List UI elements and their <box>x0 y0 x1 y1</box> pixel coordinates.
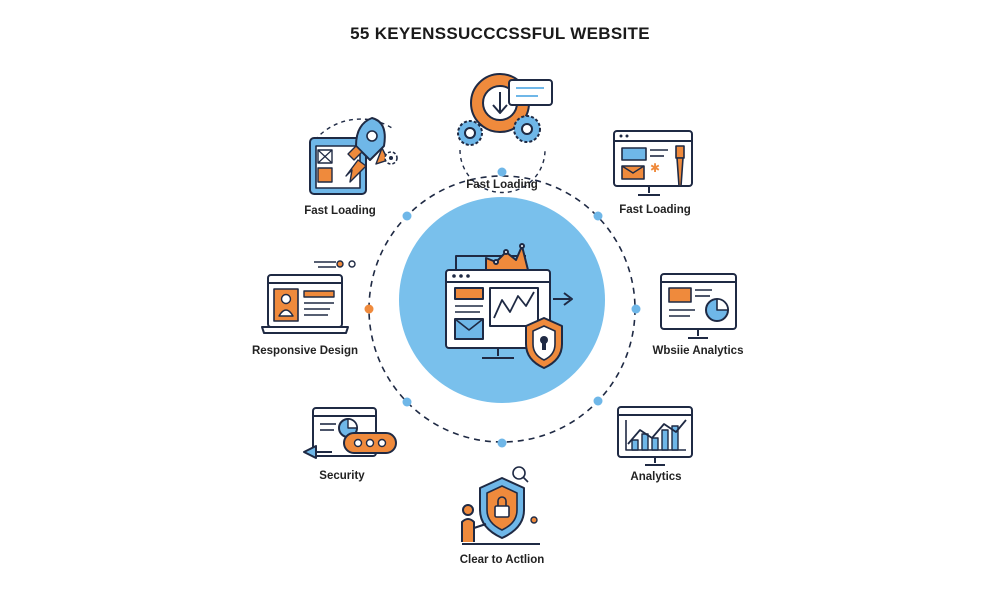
node-label-right: Wbsiie Analytics <box>652 345 744 357</box>
laptop-profile-icon <box>261 260 356 334</box>
analytics-pie-monitor-icon <box>660 273 737 339</box>
browser-dots-icon <box>303 407 397 459</box>
gear-refresh-icon <box>457 73 553 194</box>
node-label-top-left: Fast Loading <box>304 205 376 217</box>
person-shield-lock-icon <box>461 466 540 545</box>
ring-dot <box>402 397 412 407</box>
node-label-bottom-right: Analytics <box>630 471 682 483</box>
node-label-bottom-left: Security <box>319 470 365 482</box>
rocket-tablet-icon <box>309 117 398 195</box>
node-label-top-right: Fast Loading <box>619 204 691 216</box>
center-hub <box>399 197 605 403</box>
page-title: 55 KEYENSSUCCCSSFUL WEBSITE <box>350 24 650 43</box>
ring-dot <box>631 304 641 314</box>
svg-text:✱: ✱ <box>650 161 660 175</box>
node-label-top: Fast Loading <box>466 179 538 191</box>
node-label-left: Responsive Design <box>251 345 359 357</box>
line-chart-monitor-icon <box>617 406 693 466</box>
website-analytics-shield-icon <box>445 243 573 369</box>
ring-dot <box>593 396 603 406</box>
ring-dot <box>593 211 603 221</box>
ring-dot <box>402 211 412 221</box>
ring-dot <box>364 304 374 314</box>
website-paintbrush-icon: ✱ <box>613 130 693 196</box>
ring-dot <box>497 167 507 177</box>
ring-dot <box>497 438 507 448</box>
node-label-bottom: Clear to Actlion <box>459 554 545 566</box>
